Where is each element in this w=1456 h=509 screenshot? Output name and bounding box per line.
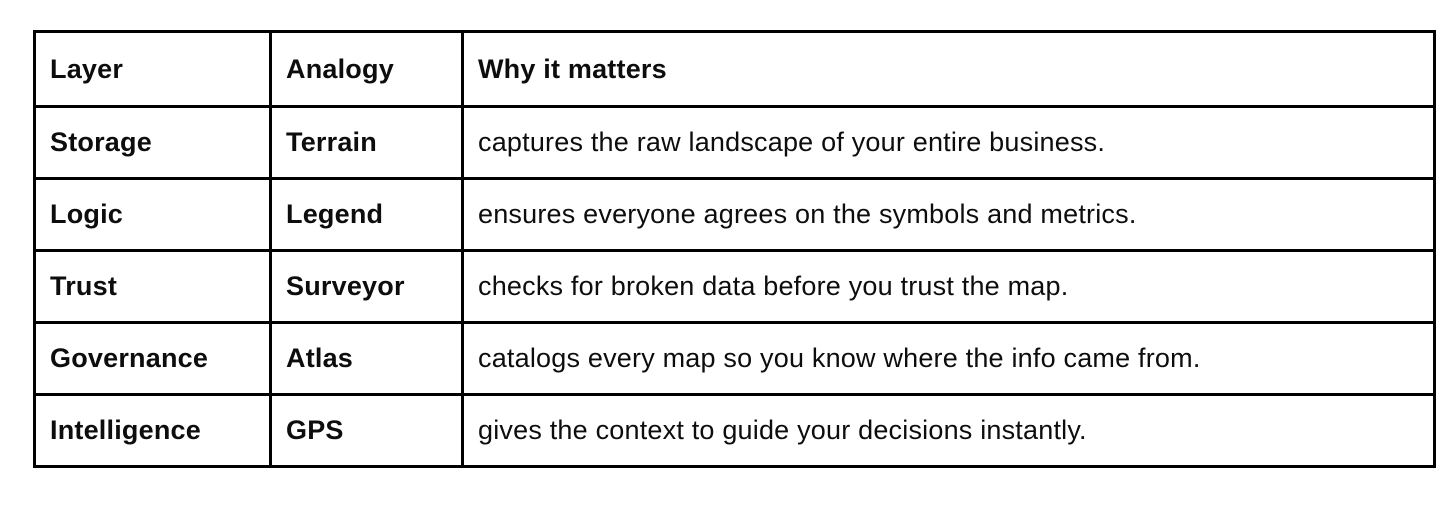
cell-why: checks for broken data before you trust …: [461, 249, 1436, 324]
data-layers-analogy-table: Layer Analogy Why it matters Storage Ter…: [33, 30, 1436, 468]
cell-analogy: Legend: [269, 177, 464, 252]
table-body: Storage Terrain captures the raw landsca…: [33, 105, 1436, 468]
table-row: Trust Surveyor checks for broken data be…: [33, 249, 1436, 324]
header-cell-analogy: Analogy: [269, 30, 464, 108]
cell-why: catalogs every map so you know where the…: [461, 321, 1436, 396]
cell-why: ensures everyone agrees on the symbols a…: [461, 177, 1436, 252]
cell-layer: Storage: [33, 105, 272, 180]
cell-layer: Governance: [33, 321, 272, 396]
cell-analogy: Terrain: [269, 105, 464, 180]
cell-analogy: Atlas: [269, 321, 464, 396]
header-cell-layer: Layer: [33, 30, 272, 108]
header-cell-why: Why it matters: [461, 30, 1436, 108]
table-row: Logic Legend ensures everyone agrees on …: [33, 177, 1436, 252]
table-header-row: Layer Analogy Why it matters: [33, 30, 1436, 108]
table-header: Layer Analogy Why it matters: [33, 30, 1436, 108]
cell-why: gives the context to guide your decision…: [461, 393, 1436, 468]
cell-layer: Intelligence: [33, 393, 272, 468]
table-row: Intelligence GPS gives the context to gu…: [33, 393, 1436, 468]
table-row: Storage Terrain captures the raw landsca…: [33, 105, 1436, 180]
table-row: Governance Atlas catalogs every map so y…: [33, 321, 1436, 396]
cell-analogy: Surveyor: [269, 249, 464, 324]
cell-analogy: GPS: [269, 393, 464, 468]
cell-layer: Trust: [33, 249, 272, 324]
cell-layer: Logic: [33, 177, 272, 252]
cell-why: captures the raw landscape of your entir…: [461, 105, 1436, 180]
